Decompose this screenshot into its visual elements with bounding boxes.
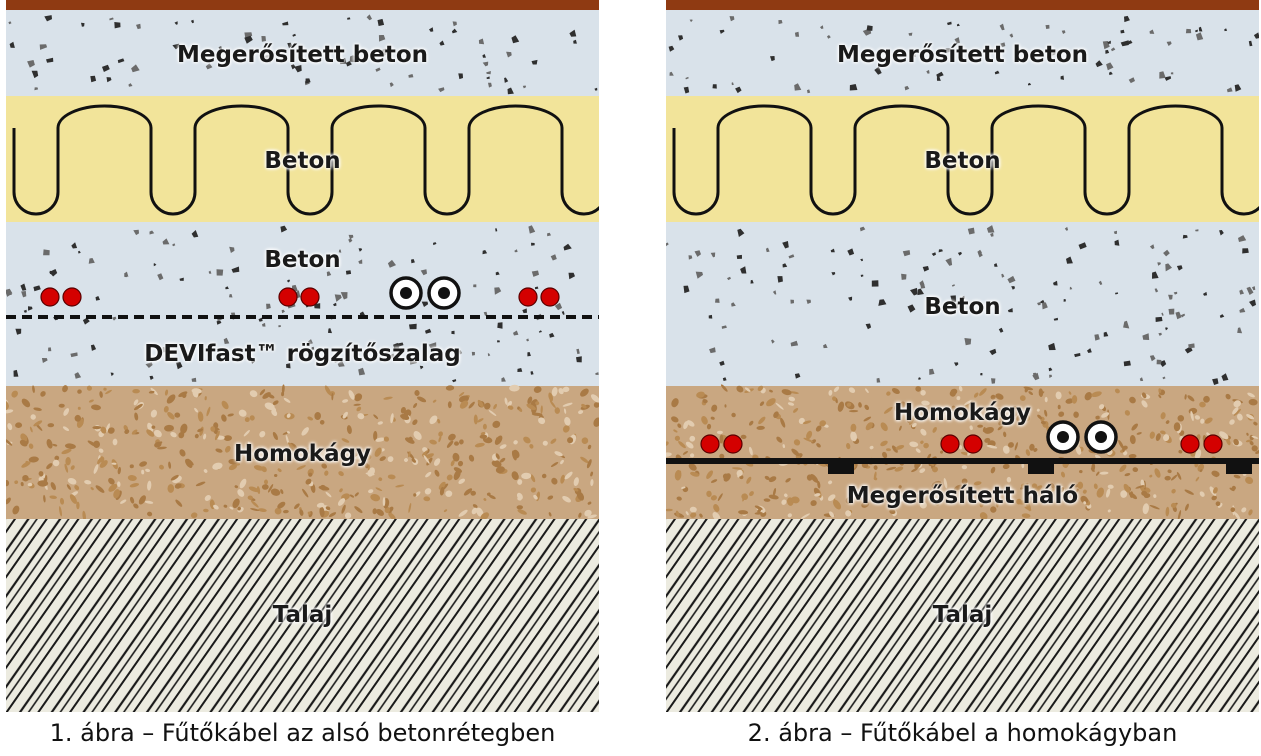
heating-cable-pairs: [40, 287, 560, 307]
floor-covering-strip: [666, 0, 1259, 10]
heating-cable-pairs: [700, 434, 1223, 454]
reinforced-concrete-layer: [666, 10, 1259, 96]
label-concrete-lower: Beton: [924, 294, 1001, 320]
reinforcement-mesh: [666, 458, 1259, 474]
sensor-tubes: [1046, 420, 1118, 454]
reinforced-concrete-layer: [6, 10, 599, 96]
label-concrete-upper: Beton: [264, 148, 341, 174]
label-reinforcement-mesh: Megerősített háló: [846, 483, 1079, 509]
figure-2-drawing: [666, 0, 1259, 712]
label-soil: Talaj: [932, 602, 993, 628]
label-sand-bed: Homokágy: [893, 400, 1032, 426]
serpentine-cable: [672, 104, 1259, 216]
lower-concrete-layer: [666, 222, 1259, 386]
sensor-tubes: [389, 276, 461, 310]
label-reinforced-concrete: Megerősített beton: [836, 42, 1089, 68]
figure-1-caption: 1. ábra – Fűtőkábel az alsó betonrétegbe…: [49, 719, 556, 747]
concrete-layer-yellow: [6, 96, 599, 222]
figure-1-cross-section: Megerősített beton Beton Beton DEVIfast™…: [6, 0, 599, 712]
label-sand-bed: Homokágy: [233, 441, 372, 467]
lower-concrete-layer: [6, 222, 599, 386]
figure-1-drawing: [6, 0, 599, 712]
soil-layer: [666, 519, 1259, 712]
label-soil: Talaj: [272, 602, 333, 628]
soil-layer: [6, 519, 599, 712]
sand-bed-layer: [6, 386, 599, 519]
floor-covering-strip: [6, 0, 599, 10]
serpentine-cable: [12, 104, 599, 216]
label-concrete-upper: Beton: [924, 148, 1001, 174]
concrete-layer-yellow: [666, 96, 1259, 222]
figure-2-cross-section: Megerősített beton Beton Beton Homokágy …: [666, 0, 1259, 712]
label-concrete-lower: Beton: [264, 247, 341, 273]
label-devifast: DEVIfast™ rögzítőszalag: [144, 341, 461, 367]
label-reinforced-concrete: Megerősített beton: [176, 42, 429, 68]
figure-2-caption: 2. ábra – Fűtőkábel a homokágyban: [747, 719, 1178, 747]
